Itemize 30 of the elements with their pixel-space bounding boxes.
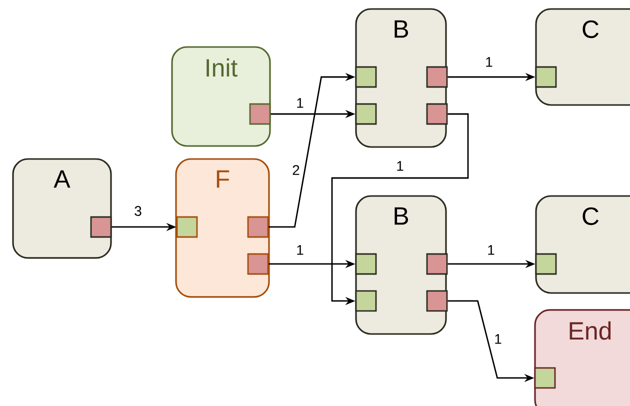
port-square [426,290,448,312]
port-square [176,216,198,238]
block-box: C [535,195,630,294]
block-box: End [534,309,630,406]
port-square [355,253,377,275]
block-box: A [12,158,112,259]
port-square [355,103,377,125]
port-square [534,367,556,389]
edge-label: 2 [291,164,301,176]
edge-label: 1 [295,244,305,256]
port-square [535,253,557,275]
block-box: F [175,158,270,298]
edge-label: 3 [133,205,143,217]
edge-label: 1 [493,333,503,345]
block-box: C [535,8,630,106]
edge-label: 1 [295,97,305,109]
port-square [355,66,377,88]
edge-label: 1 [486,244,496,256]
block-box: Init [171,46,271,147]
port-square [247,253,269,275]
port-square [249,103,271,125]
port-square [426,66,448,88]
port-square [426,103,448,125]
port-square [426,253,448,275]
port-square [355,290,377,312]
port-square [247,216,269,238]
edge-label: 1 [484,56,494,68]
edge-label: 1 [395,160,405,172]
port-square [535,66,557,88]
port-square [90,216,112,238]
